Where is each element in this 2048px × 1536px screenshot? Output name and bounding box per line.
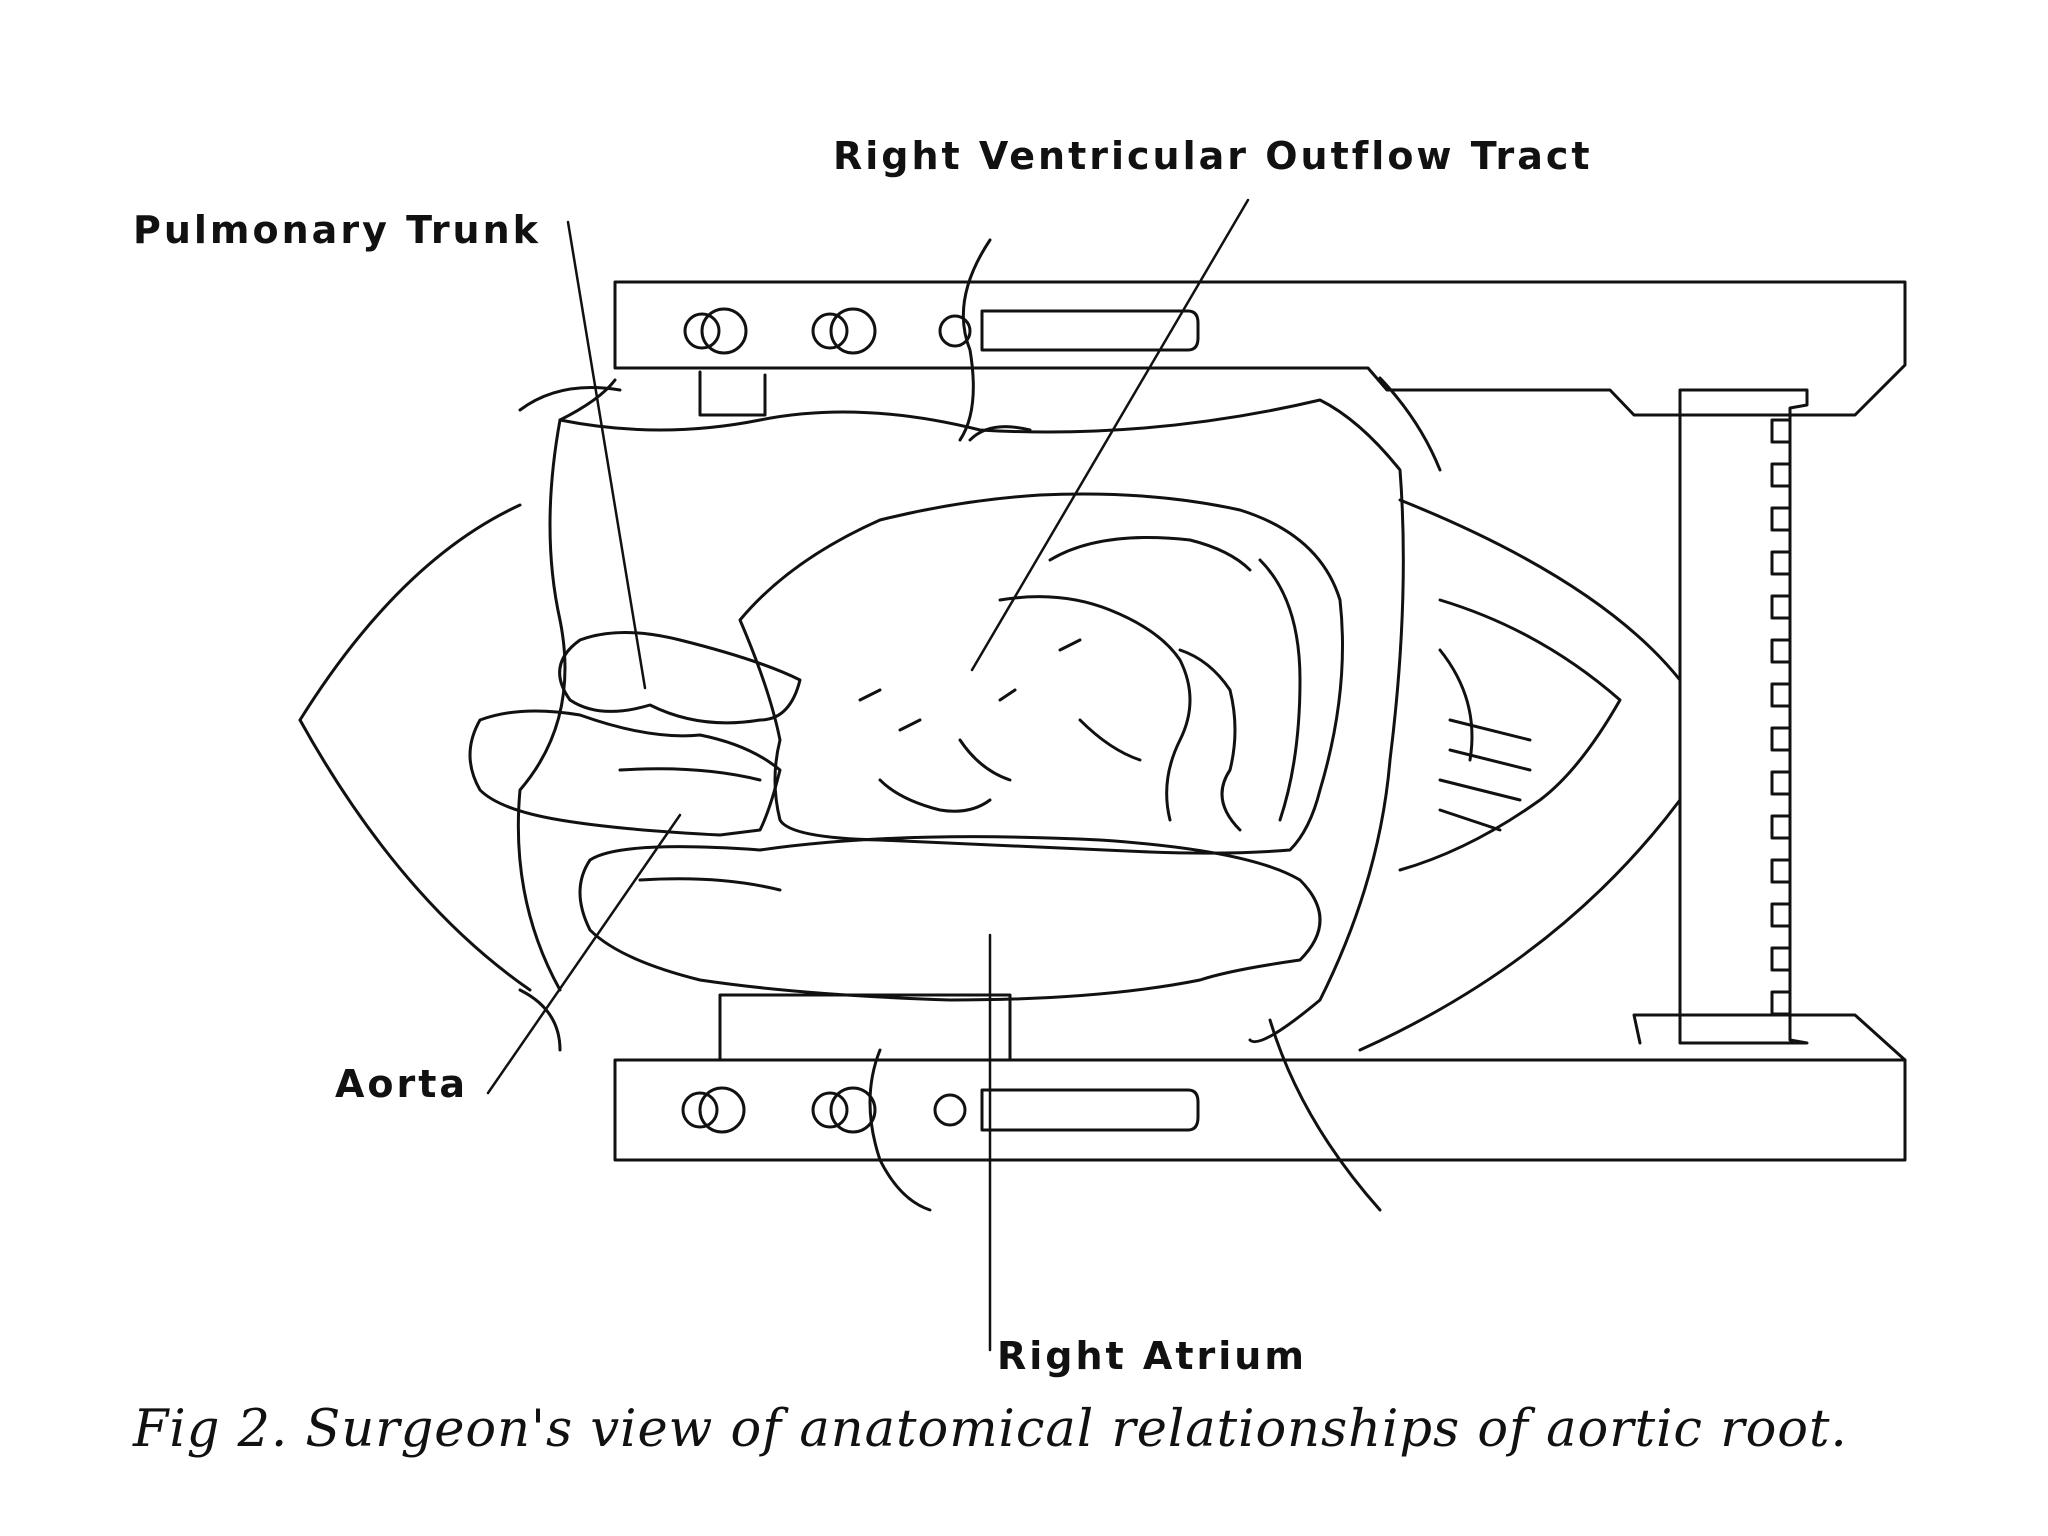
leader-rvot: [970, 198, 1250, 672]
retractor-rack-bar: [1678, 388, 1809, 1045]
rvot-label: Right Ventricular Outflow Tract: [833, 134, 1593, 178]
leader-lines: [486, 198, 1250, 1352]
aorta-shape: [468, 709, 782, 837]
right-atrium-shape: [578, 835, 1322, 1002]
aorta-label: Aorta: [335, 1062, 469, 1106]
leader-pulmonary-trunk: [566, 220, 647, 690]
sternal-retractor: [613, 280, 1907, 1162]
stay-sutures: [518, 238, 1382, 1212]
retractor-top-blade: [613, 280, 1907, 417]
figure-caption: Fig 2. Surgeon's view of anatomical rela…: [133, 1400, 1848, 1459]
pulmonary-trunk-shape: [558, 631, 802, 725]
retractor-bottom-blade: [613, 1058, 1907, 1162]
surgical-opening: [298, 376, 1682, 1052]
right-atrium-label: Right Atrium: [997, 1334, 1307, 1378]
right-ventricle-shape: [738, 492, 1344, 855]
leader-aorta: [486, 813, 682, 1095]
pulmonary-trunk-label: Pulmonary Trunk: [133, 208, 541, 252]
heart: [468, 492, 1344, 1002]
